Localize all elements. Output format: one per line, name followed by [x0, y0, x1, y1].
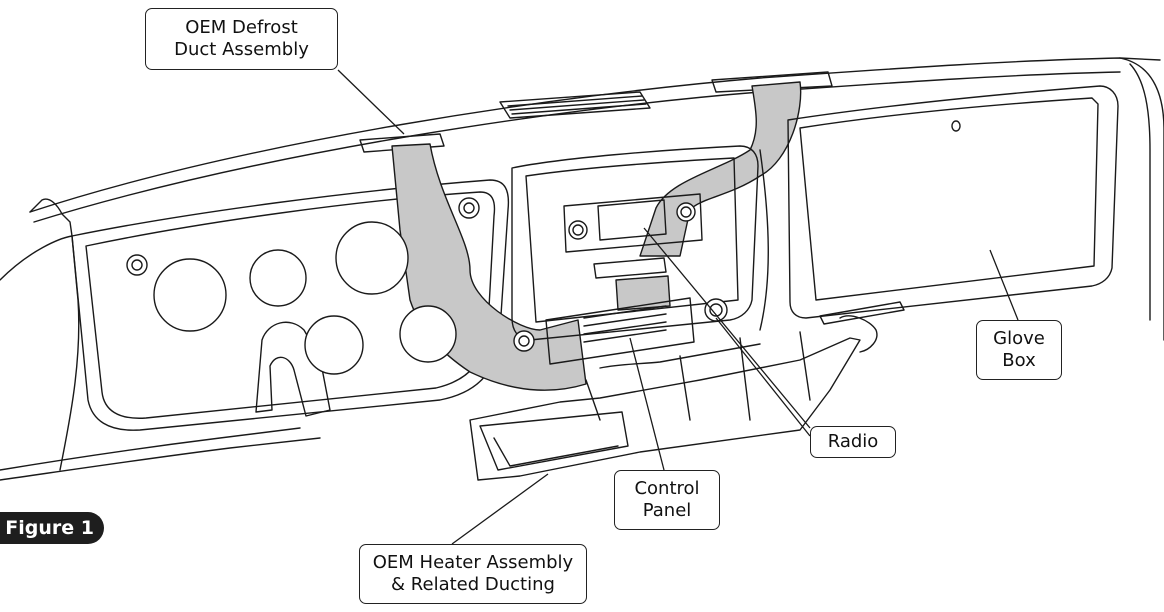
cluster-bezel-inner [85, 191, 496, 419]
knobs [126, 197, 728, 352]
callout-glove-line2: Box [1002, 350, 1036, 371]
leader-glove-box [989, 249, 1019, 321]
dash-top-edge-inner [33, 71, 1121, 223]
cluster-notch [255, 321, 331, 417]
leader-radio-2 [715, 317, 811, 437]
callout-control-line1: Control [634, 478, 700, 499]
callout-defrost-line1: OEM Defrost [185, 17, 298, 38]
glove-box-door-inner [799, 97, 1099, 301]
control-panel-unit [545, 297, 695, 365]
glove-box-lock [951, 120, 961, 132]
callout-heater-line1: OEM Heater Assembly [372, 552, 574, 573]
center-duct-block [615, 275, 671, 311]
center-defrost-vent [499, 91, 651, 119]
callout-radio: Radio [810, 426, 896, 458]
right-defrost-outlet [711, 71, 833, 93]
radio-unit [563, 193, 703, 253]
callout-defrost-line2: Duct Assembly [174, 39, 309, 60]
leader-control-panel [629, 337, 665, 471]
callout-control-line2: Panel [642, 500, 692, 521]
callout-heater-line2: & Related Ducting [391, 574, 555, 595]
center-stack-inner [525, 157, 739, 323]
leader-heater [451, 473, 549, 545]
dash-lower-left [0, 427, 301, 471]
callout-radio-line1: Radio [827, 431, 879, 452]
left-defrost-outlet [359, 133, 445, 153]
leader-radio-1 [643, 227, 811, 429]
dash-left-end [29, 198, 73, 237]
dash-left-face [0, 235, 80, 471]
callout-glove-line1: Glove [993, 328, 1045, 349]
figure-label: Figure 1 [0, 512, 104, 544]
leader-defrost [337, 69, 405, 135]
dash-lower-left-2 [0, 437, 321, 481]
callout-control-panel: Control Panel [614, 470, 720, 530]
right-defrost-duct [639, 81, 802, 257]
dash-right-end [1119, 57, 1164, 341]
heater-assembly [469, 315, 878, 481]
dash-top-edge [29, 57, 1161, 213]
radio-opening-step [593, 257, 667, 279]
gauges [153, 221, 457, 375]
glove-box-door [787, 85, 1119, 319]
dash-right-panel-edge [759, 149, 769, 331]
callout-heater-assembly: OEM Heater Assembly & Related Ducting [359, 544, 587, 604]
callout-defrost-duct: OEM Defrost Duct Assembly [145, 8, 338, 70]
glove-box-hinge [819, 301, 905, 325]
dash-right-end-2 [1129, 63, 1151, 321]
callout-glove-box: Glove Box [976, 320, 1062, 380]
cluster-bezel [71, 179, 510, 431]
